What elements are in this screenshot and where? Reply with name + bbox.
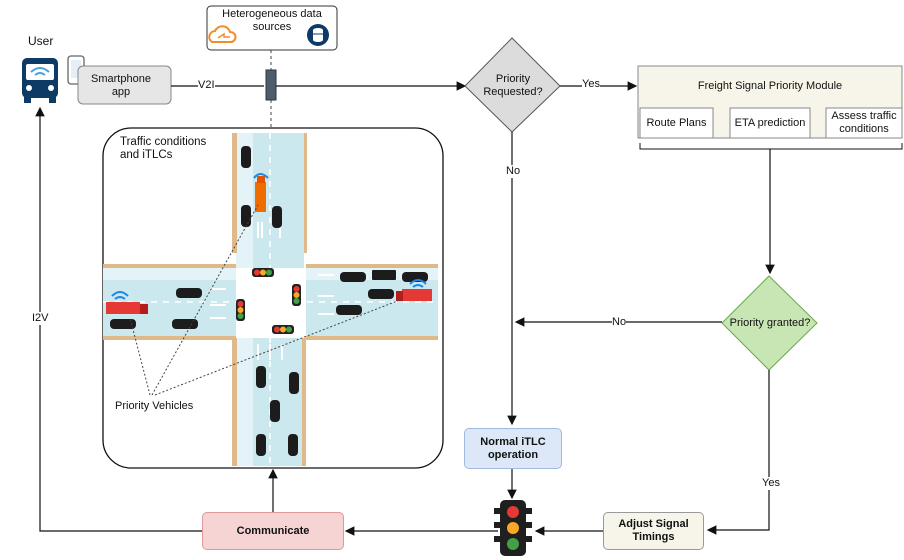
data-sources-box bbox=[206, 5, 338, 51]
adjust-signal-box[interactable]: Adjust Signal Timings bbox=[603, 512, 704, 550]
assess-label: Assess traffic conditions bbox=[831, 110, 897, 135]
bus-icon bbox=[22, 58, 58, 103]
no-label-2: No bbox=[612, 316, 627, 329]
yes-label-2: Yes bbox=[762, 477, 780, 490]
priority-requested-label: Priority Requested? bbox=[483, 73, 543, 98]
no-label-1: No bbox=[506, 165, 521, 178]
eta-label: ETA prediction bbox=[734, 116, 806, 129]
smartphone-app-box bbox=[77, 65, 172, 105]
smartphone-app-label[interactable]: Smartphone app bbox=[91, 73, 151, 98]
route-plans-label: Route Plans bbox=[646, 116, 707, 129]
yes-arrow-2 bbox=[706, 370, 770, 535]
assess-box bbox=[825, 107, 903, 139]
module-bracket bbox=[639, 143, 903, 150]
database-icon bbox=[307, 24, 329, 46]
traffic-light-icon bbox=[494, 500, 532, 556]
priority-truck-east bbox=[396, 279, 432, 301]
priority-granted-label: Priority granted? bbox=[729, 316, 811, 329]
i2v-label: I2V bbox=[32, 312, 49, 325]
traffic-panel-title: Traffic conditions and iTLCs bbox=[120, 136, 207, 161]
priority-truck-north bbox=[253, 173, 269, 212]
priority-vehicles-label: Priority Vehicles bbox=[115, 400, 194, 412]
fsp-module-title: Freight Signal Priority Module bbox=[697, 79, 843, 92]
i2v-arrow bbox=[35, 106, 202, 532]
panel-traffic-lights bbox=[236, 268, 301, 334]
v2i-label: V2I bbox=[198, 79, 215, 92]
data-sources-label: Heterogeneous data sources bbox=[222, 8, 322, 33]
priority-pointer-lines bbox=[129, 204, 406, 396]
route-plans-box bbox=[639, 107, 714, 139]
vehicles-group bbox=[110, 146, 428, 456]
roadside-unit bbox=[265, 69, 277, 101]
yes-label-1: Yes bbox=[582, 78, 600, 91]
communicate-box[interactable]: Communicate bbox=[202, 512, 344, 550]
cloud-icon bbox=[208, 25, 237, 43]
normal-itlc-box[interactable]: Normal iTLC operation bbox=[464, 428, 562, 469]
eta-box bbox=[729, 107, 811, 139]
priority-truck-west bbox=[106, 291, 148, 314]
user-label: User bbox=[28, 34, 54, 48]
